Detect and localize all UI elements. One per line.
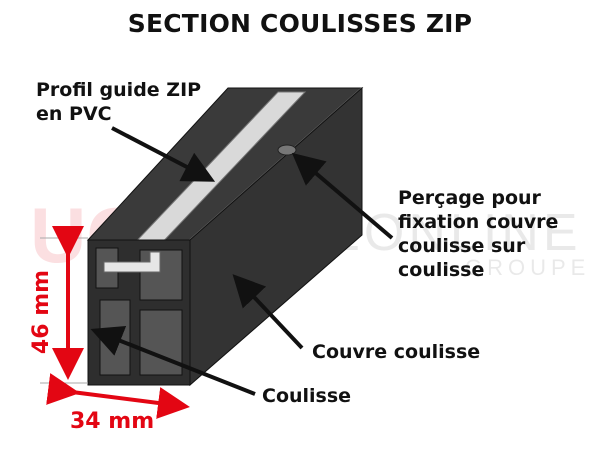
label-line: Perçage pour [398, 187, 541, 209]
label-coulisse: Coulisse [262, 385, 352, 407]
svg-text:GROUPE: GROUPE [465, 255, 590, 280]
arrow-couvre-coulisse [232, 274, 304, 350]
label-line: coulisse [398, 259, 485, 281]
label-percage: Perçage pour fixation couvre coulisse su… [398, 186, 558, 282]
arrow-profil-guide [111, 126, 216, 182]
width-dimension-label: 34 mm [70, 409, 155, 434]
width-dimension-line [46, 373, 190, 419]
fixing-hole [277, 144, 297, 156]
label-line: Profil guide ZIP [36, 79, 202, 101]
page-title: SECTION COULISSES ZIP [127, 9, 473, 38]
label-profil-guide: Profil guide ZIP en PVC [36, 78, 201, 126]
arrow-coulisse [90, 325, 256, 396]
arrow-percage [291, 152, 394, 240]
label-line: fixation couvre [398, 211, 559, 233]
label-couvre-coulisse: Couvre coulisse [312, 341, 481, 363]
height-dimension-label: 46 mm [29, 270, 54, 354]
pvc-guide-section [103, 251, 161, 273]
label-line: en PVC [36, 103, 112, 125]
label-line: coulisse sur [398, 235, 526, 257]
